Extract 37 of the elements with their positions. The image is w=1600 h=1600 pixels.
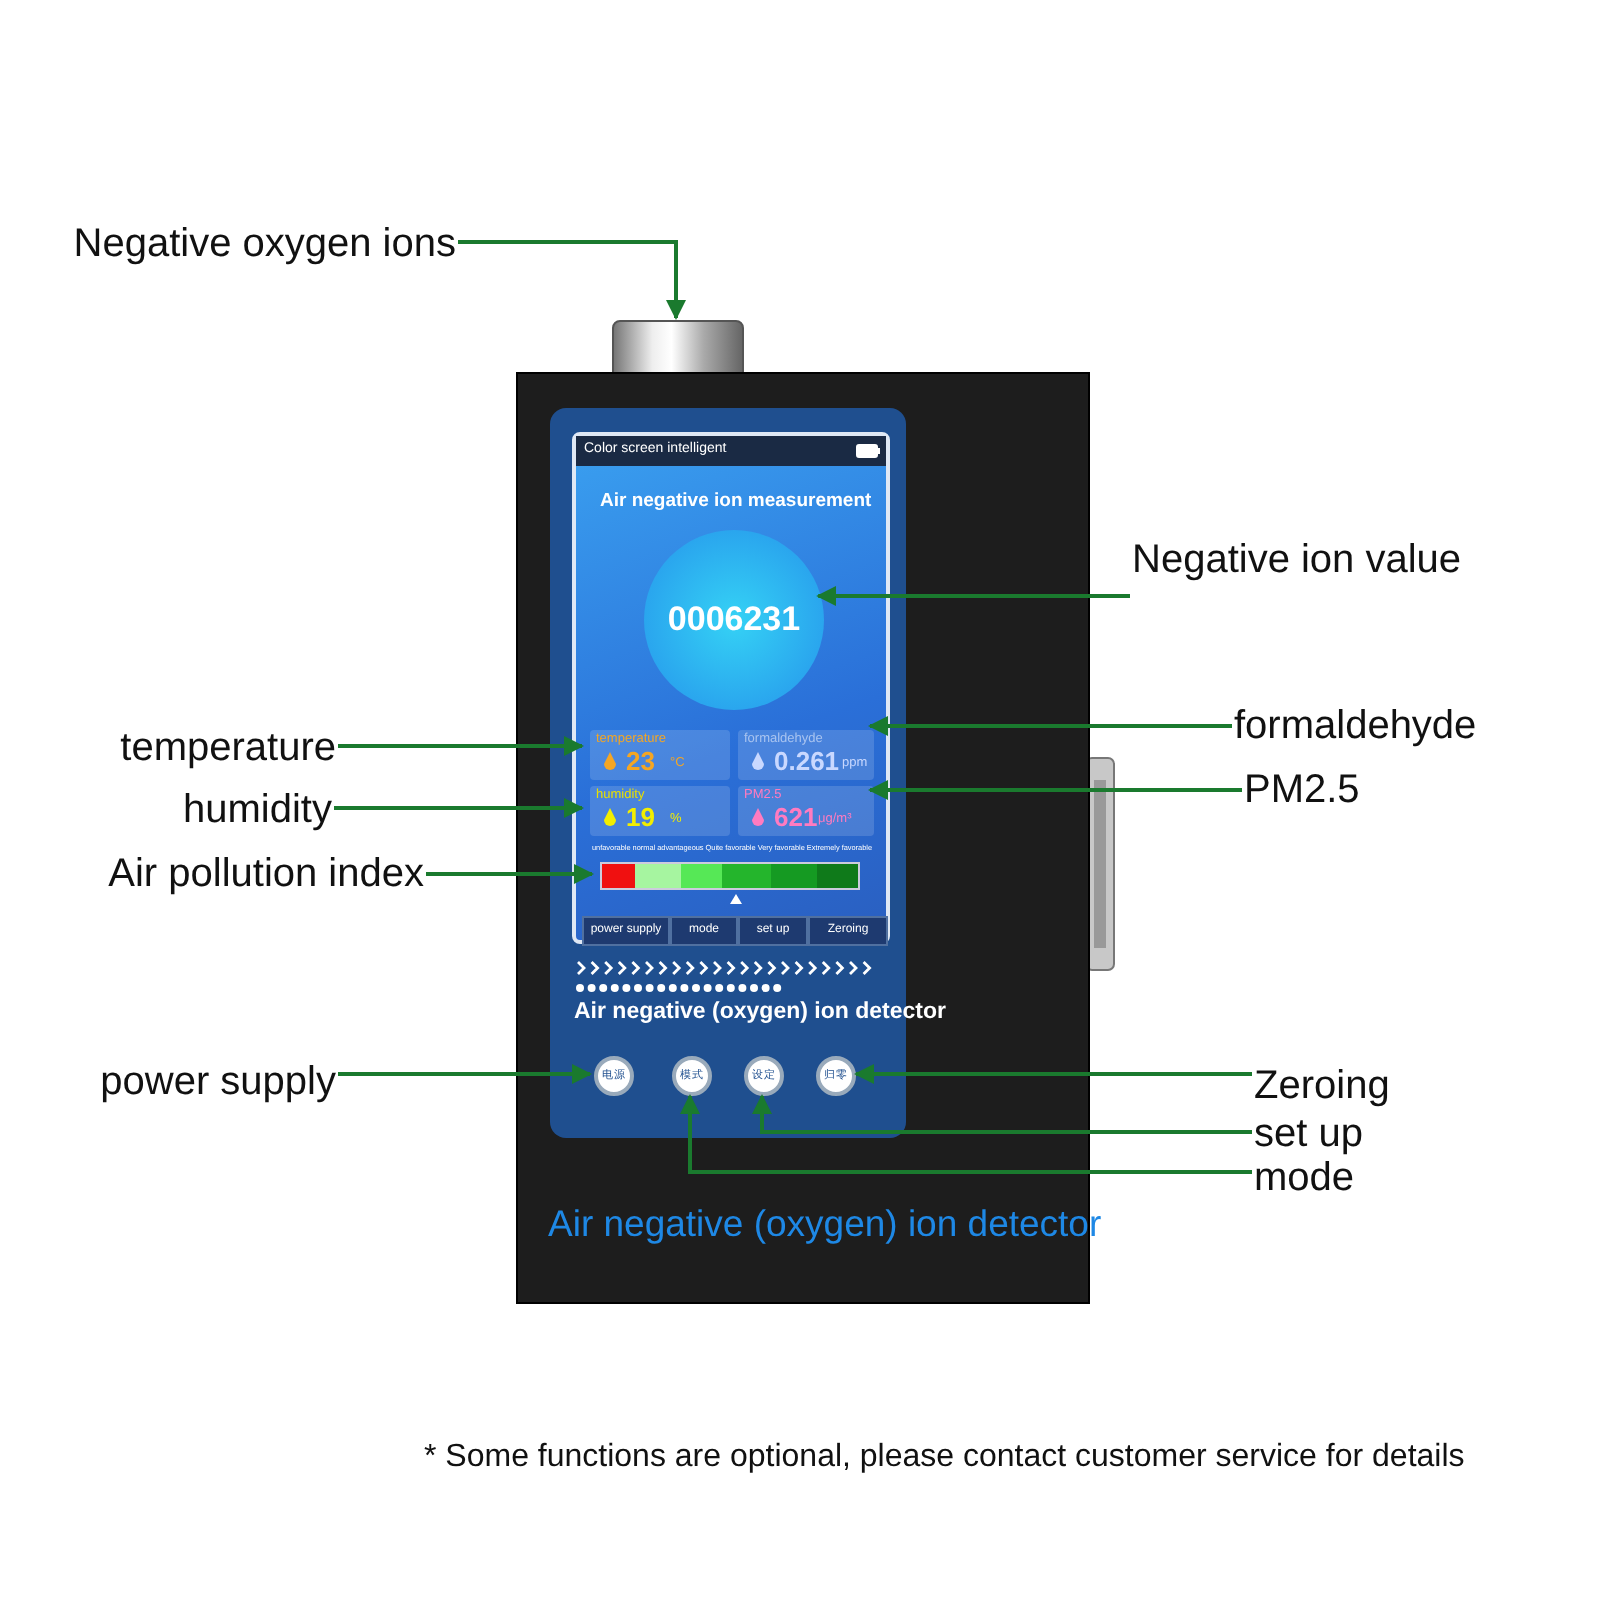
- callout-text: mode: [1254, 1154, 1374, 1202]
- screen-heading: Air negative ion measurement: [600, 490, 872, 512]
- callout-text: Air pollution index: [80, 850, 424, 898]
- callout-text: Negative oxygen ions: [52, 220, 456, 268]
- leader-arrow: [752, 1094, 1252, 1134]
- reading-value: 23: [626, 746, 655, 776]
- value-reading: 0006231: [665, 600, 803, 640]
- display-screen: [572, 432, 890, 944]
- pollution-index-bar: [600, 862, 860, 890]
- leader-arrow: [334, 798, 584, 818]
- callout-text: formaldehyde: [1234, 702, 1504, 750]
- reading-tile: [590, 786, 730, 836]
- callout-text: Negative ion value: [1132, 536, 1492, 584]
- leader-arrow: [854, 1064, 1252, 1084]
- reading-tile: [590, 730, 730, 780]
- reading-value: 621: [774, 802, 818, 832]
- callout-text: PM2.5: [1244, 766, 1384, 814]
- callout-text: Zeroing: [1254, 1062, 1406, 1110]
- leader-arrow: [426, 864, 594, 884]
- reading-value: 19: [626, 802, 655, 832]
- leader-arrow: [338, 736, 584, 756]
- callout-text: set up: [1254, 1110, 1378, 1158]
- callout-text: temperature: [92, 724, 336, 772]
- sensor-cap: [612, 320, 744, 376]
- leader-arrow: [338, 1064, 592, 1084]
- panel-title: Air negative (oxygen) ion detector: [574, 1000, 946, 1024]
- callout-text: humidity: [160, 786, 332, 834]
- leader-arrow: [680, 1094, 1252, 1174]
- reading-tile: [738, 786, 874, 836]
- leader-arrow: [816, 586, 1130, 606]
- reading-tile: [738, 730, 874, 780]
- leader-arrow: [868, 716, 1232, 736]
- callout-text: power supply: [72, 1058, 336, 1106]
- leader-arrow: [458, 240, 686, 320]
- reading-value: 0.261: [774, 746, 840, 776]
- leader-arrow: [868, 780, 1242, 800]
- footnote: * Some functions are optional, please contact customer service for details: [424, 1440, 1465, 1476]
